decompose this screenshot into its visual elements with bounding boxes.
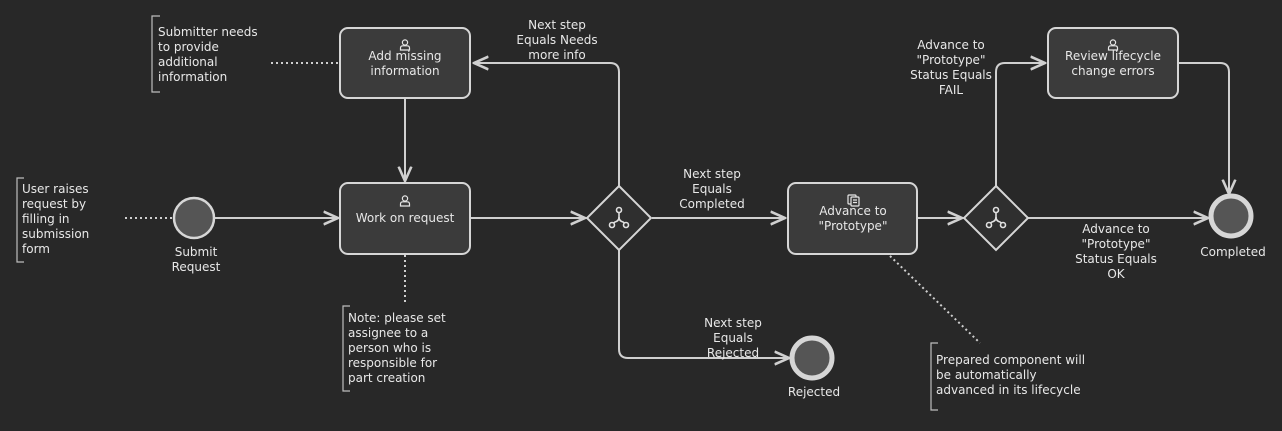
association-prepared-component <box>889 255 981 344</box>
flow-gateway2-to-review[interactable] <box>995 63 1045 186</box>
annotation-submitter-line4: information <box>158 70 227 84</box>
start-event-label-line2: Request <box>172 260 221 274</box>
flow-label-status-fail-line4: FAIL <box>939 83 964 97</box>
flow-label-completed-line3: Completed <box>679 197 744 211</box>
task-review-box[interactable] <box>1047 27 1179 99</box>
end-event-rejected[interactable]: Rejected <box>788 335 840 399</box>
annotation-bracket-prepared <box>930 342 938 411</box>
flow-label-status-ok-line4: OK <box>1107 267 1125 281</box>
task-work-on-request-label: Work on request <box>356 211 455 225</box>
annotation-prepared-component: Prepared component will be automatically… <box>936 353 1085 397</box>
task-review-label-line1: Review lifecycle <box>1065 49 1161 63</box>
end-event-rejected-circle[interactable] <box>789 335 835 381</box>
annotation-user-raises-line5: form <box>22 242 50 256</box>
annotation-user-raises-line2: request by <box>22 197 86 211</box>
start-event-submit-request[interactable]: Submit Request <box>172 196 221 274</box>
annotation-note-line3: person who is <box>348 341 431 355</box>
flow-label-status-ok: Advance to "Prototype" Status Equals OK <box>1075 222 1157 281</box>
task-add-missing-information[interactable]: Add missing information <box>339 27 471 99</box>
task-advance-to-prototype[interactable]: Advance to "Prototype" <box>787 182 918 255</box>
flow-label-rejected-line3: Rejected <box>707 346 759 360</box>
end-event-rejected-label: Rejected <box>788 385 840 399</box>
flow-review-to-completed[interactable] <box>1179 62 1229 194</box>
flow-label-status-fail-line2: "Prototype" <box>917 53 986 67</box>
end-event-completed[interactable]: Completed <box>1200 193 1266 259</box>
annotation-note-line1: Note: please set <box>348 311 446 325</box>
annotation-submitter-line3: additional <box>158 55 218 69</box>
annotation-user-raises-line4: submission <box>22 227 89 241</box>
annotation-user-raises-line1: User raises <box>22 182 89 196</box>
flow-label-needs-more-info: Next step Equals Needs more info <box>516 18 597 62</box>
task-add-missing-label-line1: Add missing <box>368 49 441 63</box>
end-event-completed-circle[interactable] <box>1208 193 1254 239</box>
task-add-missing-label-line2: information <box>370 64 439 78</box>
annotation-note-line2: assignee to a <box>348 326 428 340</box>
flow-label-completed-line2: Equals <box>692 182 732 196</box>
annotation-submitter-line1: Submitter needs <box>158 25 258 39</box>
end-event-completed-label: Completed <box>1200 245 1265 259</box>
task-advance-box[interactable] <box>787 182 918 255</box>
annotation-note-line5: part creation <box>348 371 425 385</box>
flow-label-status-fail: Advance to "Prototype" Status Equals FAI… <box>910 38 992 97</box>
task-work-on-request[interactable]: Work on request <box>339 182 471 255</box>
script-icon <box>847 194 860 207</box>
flow-label-needs-more-info-line2: Equals Needs <box>516 33 597 47</box>
flow-label-status-ok-line1: Advance to <box>1082 222 1150 236</box>
flow-label-rejected-line1: Next step <box>704 316 762 330</box>
annotation-bracket-submitter <box>151 15 160 93</box>
annotation-prepared-line3: advanced in its lifecycle <box>936 383 1081 397</box>
flow-label-status-fail-line3: Status Equals <box>910 68 992 82</box>
annotation-submitter-line2: to provide <box>158 40 219 54</box>
gateway-next-step[interactable] <box>585 184 653 252</box>
annotation-prepared-line1: Prepared component will <box>936 353 1085 367</box>
annotation-user-raises-request: User raises request by filling in submis… <box>22 182 89 256</box>
annotation-prepared-line2: be automatically <box>936 368 1037 382</box>
flow-label-completed-line1: Next step <box>683 167 741 181</box>
start-event-circle[interactable] <box>172 196 216 240</box>
flow-label-rejected: Next step Equals Rejected <box>704 316 762 360</box>
gateway-advance-status[interactable] <box>962 184 1030 252</box>
task-review-lifecycle-errors[interactable]: Review lifecycle change errors <box>1047 27 1179 99</box>
annotation-bracket-user-raises <box>16 177 24 263</box>
annotation-note-line4: responsible for <box>348 356 437 370</box>
annotation-submitter-needs-info: Submitter needs to provide additional in… <box>158 25 258 84</box>
task-work-on-request-box[interactable] <box>339 182 471 255</box>
flow-label-completed: Next step Equals Completed <box>679 167 744 211</box>
flow-label-status-ok-line2: "Prototype" <box>1082 237 1151 251</box>
start-event-label-line1: Submit <box>175 245 218 259</box>
flow-gateway1-to-rejected[interactable] <box>618 250 789 358</box>
task-advance-label-line1: Advance to <box>819 204 887 218</box>
annotation-bracket-note <box>342 305 350 392</box>
flow-label-needs-more-info-line1: Next step <box>528 18 586 32</box>
flow-label-status-fail-line1: Advance to <box>917 38 985 52</box>
flow-label-needs-more-info-line3: more info <box>528 48 585 62</box>
flow-label-rejected-line2: Equals <box>713 331 753 345</box>
task-advance-label-line2: "Prototype" <box>819 219 888 233</box>
flow-gateway1-to-add[interactable] <box>474 63 620 186</box>
flow-label-status-ok-line3: Status Equals <box>1075 252 1157 266</box>
task-review-label-line2: change errors <box>1071 64 1154 78</box>
task-add-missing-box[interactable] <box>339 27 471 99</box>
annotation-note-assignee: Note: please set assignee to a person wh… <box>348 311 446 385</box>
annotation-user-raises-line3: filling in <box>22 212 70 226</box>
